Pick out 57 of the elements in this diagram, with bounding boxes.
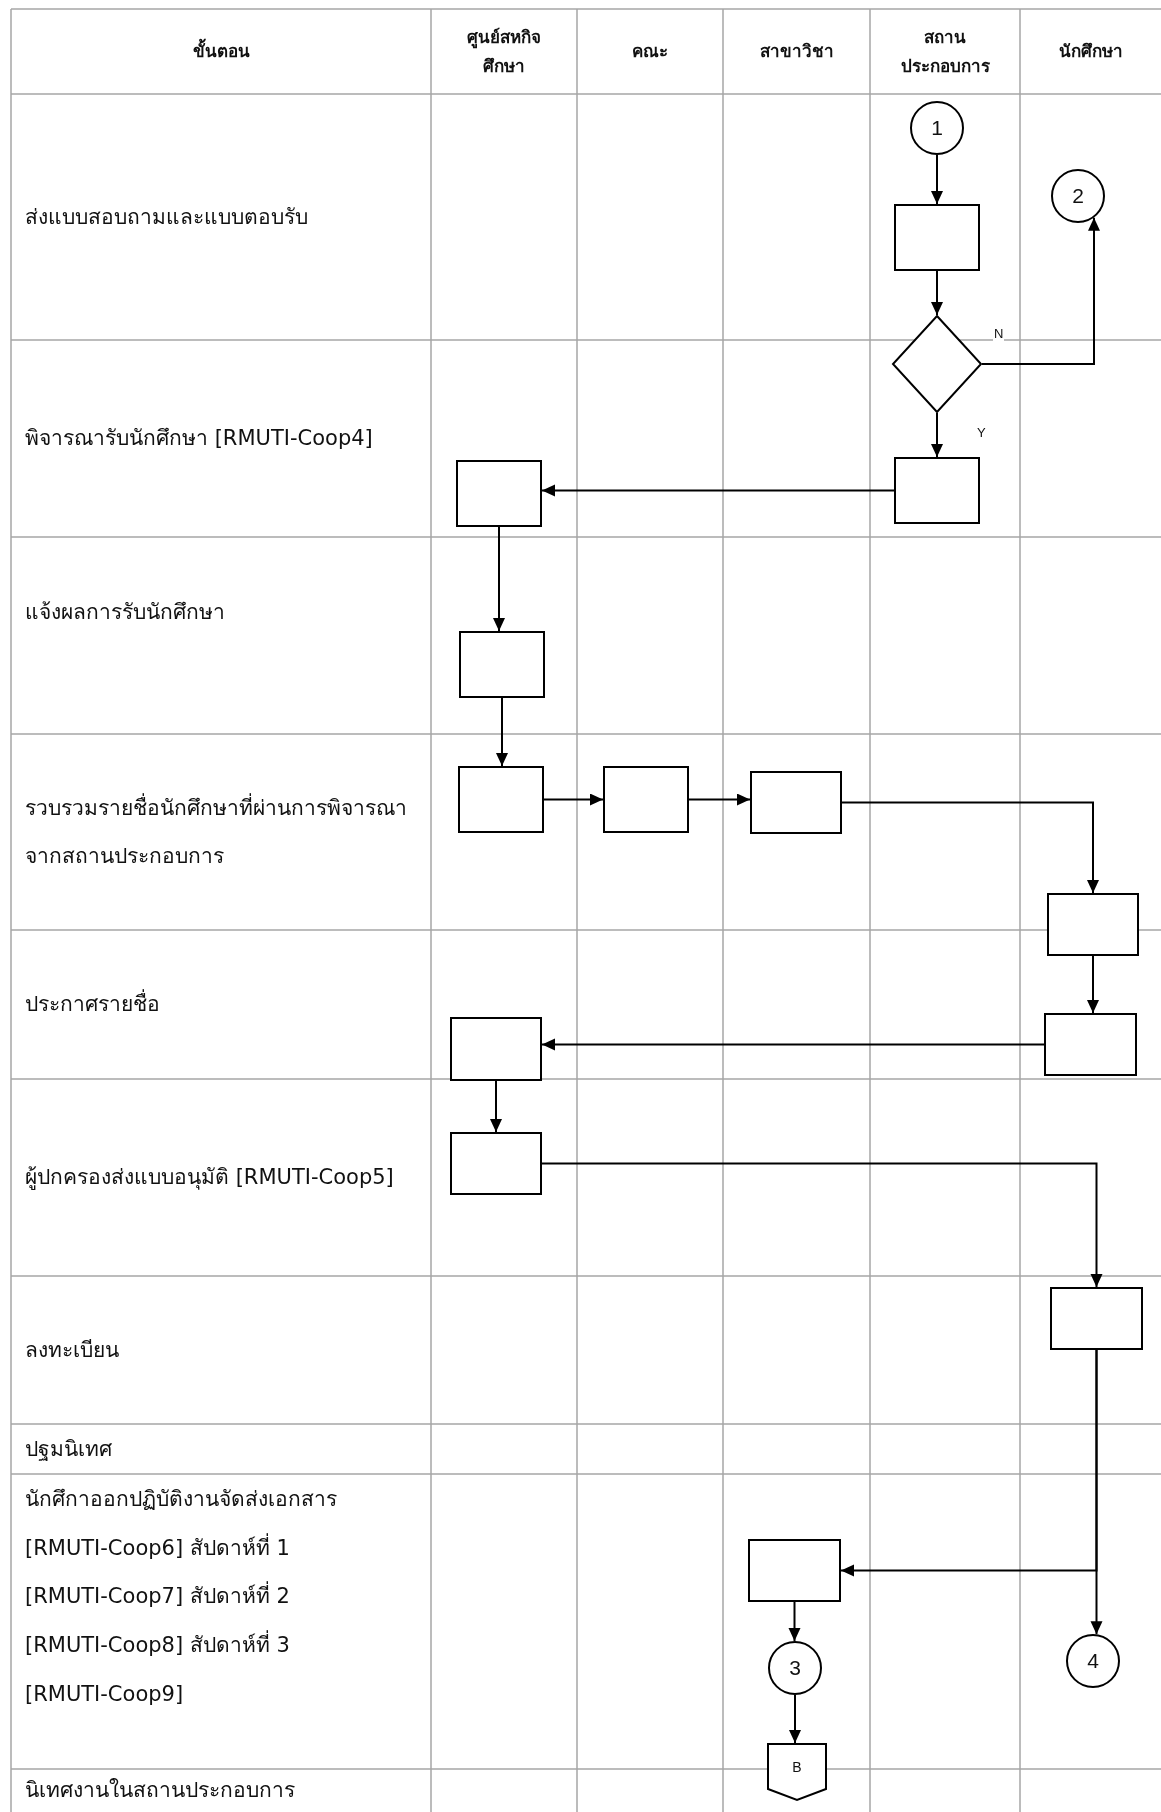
arrow [931, 412, 943, 458]
step-text: แจ้งผลการรับนักศึกษา [25, 598, 226, 626]
decision-diamond [892, 315, 982, 413]
arrow [490, 1080, 502, 1133]
arrow [788, 1601, 801, 1642]
connector-circle: 3 [768, 1641, 822, 1695]
step-text: พิจารณารับนักศึกษา [RMUTI-Coop4] [25, 425, 374, 453]
step-text: ลงทะเบียน [25, 1336, 120, 1364]
step-text: [RMUTI-Coop8] สัปดาห์ที่ 3 [25, 1630, 291, 1659]
arrow [1087, 955, 1099, 1014]
arrow [931, 154, 943, 205]
process-box [450, 1017, 542, 1081]
connector-circle: 4 [1066, 1634, 1120, 1688]
process-box [894, 457, 980, 524]
column-header: ขั้นตอน [192, 37, 250, 66]
process-box [748, 1539, 841, 1602]
process-box [456, 460, 542, 527]
column-header: สาขาวิชา [759, 40, 834, 64]
step-text: ประกาศรายชื่อ [25, 980, 420, 1029]
arrow [541, 1162, 1103, 1288]
process-box [458, 766, 544, 833]
step-text: [RMUTI-Coop6] สัปดาห์ที่ 1 [25, 1533, 291, 1562]
arrow [981, 216, 1100, 365]
connector-circle: 2 [1051, 169, 1105, 223]
column-header: สถานประกอบการ [899, 25, 991, 78]
arrow [543, 793, 604, 806]
process-box [603, 766, 689, 833]
arrow [493, 526, 505, 632]
arrow [841, 801, 1099, 894]
column-header: นักศึกษา [1058, 40, 1123, 64]
off-page-connector: B [767, 1743, 827, 1801]
step-text: นักศึกาออกปฏิบัติงานจัดส่งเอกสาร [25, 1485, 338, 1513]
step-text: ปฐมนิเทศ [25, 1435, 113, 1463]
process-box [1047, 893, 1139, 956]
arrow [541, 1038, 1045, 1051]
process-box [750, 771, 842, 834]
arrow [496, 697, 508, 767]
process-box [1050, 1287, 1143, 1350]
arrow [931, 270, 943, 316]
step-text: นิเทศงานในสถานประกอบการ [25, 1776, 296, 1804]
column-header: คณะ [632, 40, 668, 64]
step-text: ส่งแบบสอบถามและแบบตอบรับ [25, 203, 309, 231]
process-box [1044, 1013, 1137, 1076]
process-box [894, 204, 980, 271]
column-header: ศูนย์สหกิจศึกษา [466, 25, 542, 78]
arrow [1090, 1349, 1103, 1636]
arrow [541, 484, 895, 497]
step-text: ผู้ปกครองส่งแบบอนุมัติ [RMUTI-Coop5] [25, 1164, 395, 1192]
step-text: [RMUTI-Coop9] [25, 1680, 185, 1708]
arrow [688, 793, 751, 806]
process-box [459, 631, 545, 698]
arrow [789, 1694, 801, 1744]
edge-label: N [993, 327, 1005, 342]
step-text: [RMUTI-Coop7] สัปดาห์ที่ 2 [25, 1581, 291, 1610]
step-text: รวบรวมรายชื่อนักศึกษาที่ผ่านการพิจารณาจากสถานประกอบการ [25, 792, 408, 870]
process-box [450, 1132, 542, 1195]
connector-circle: 1 [910, 101, 964, 155]
